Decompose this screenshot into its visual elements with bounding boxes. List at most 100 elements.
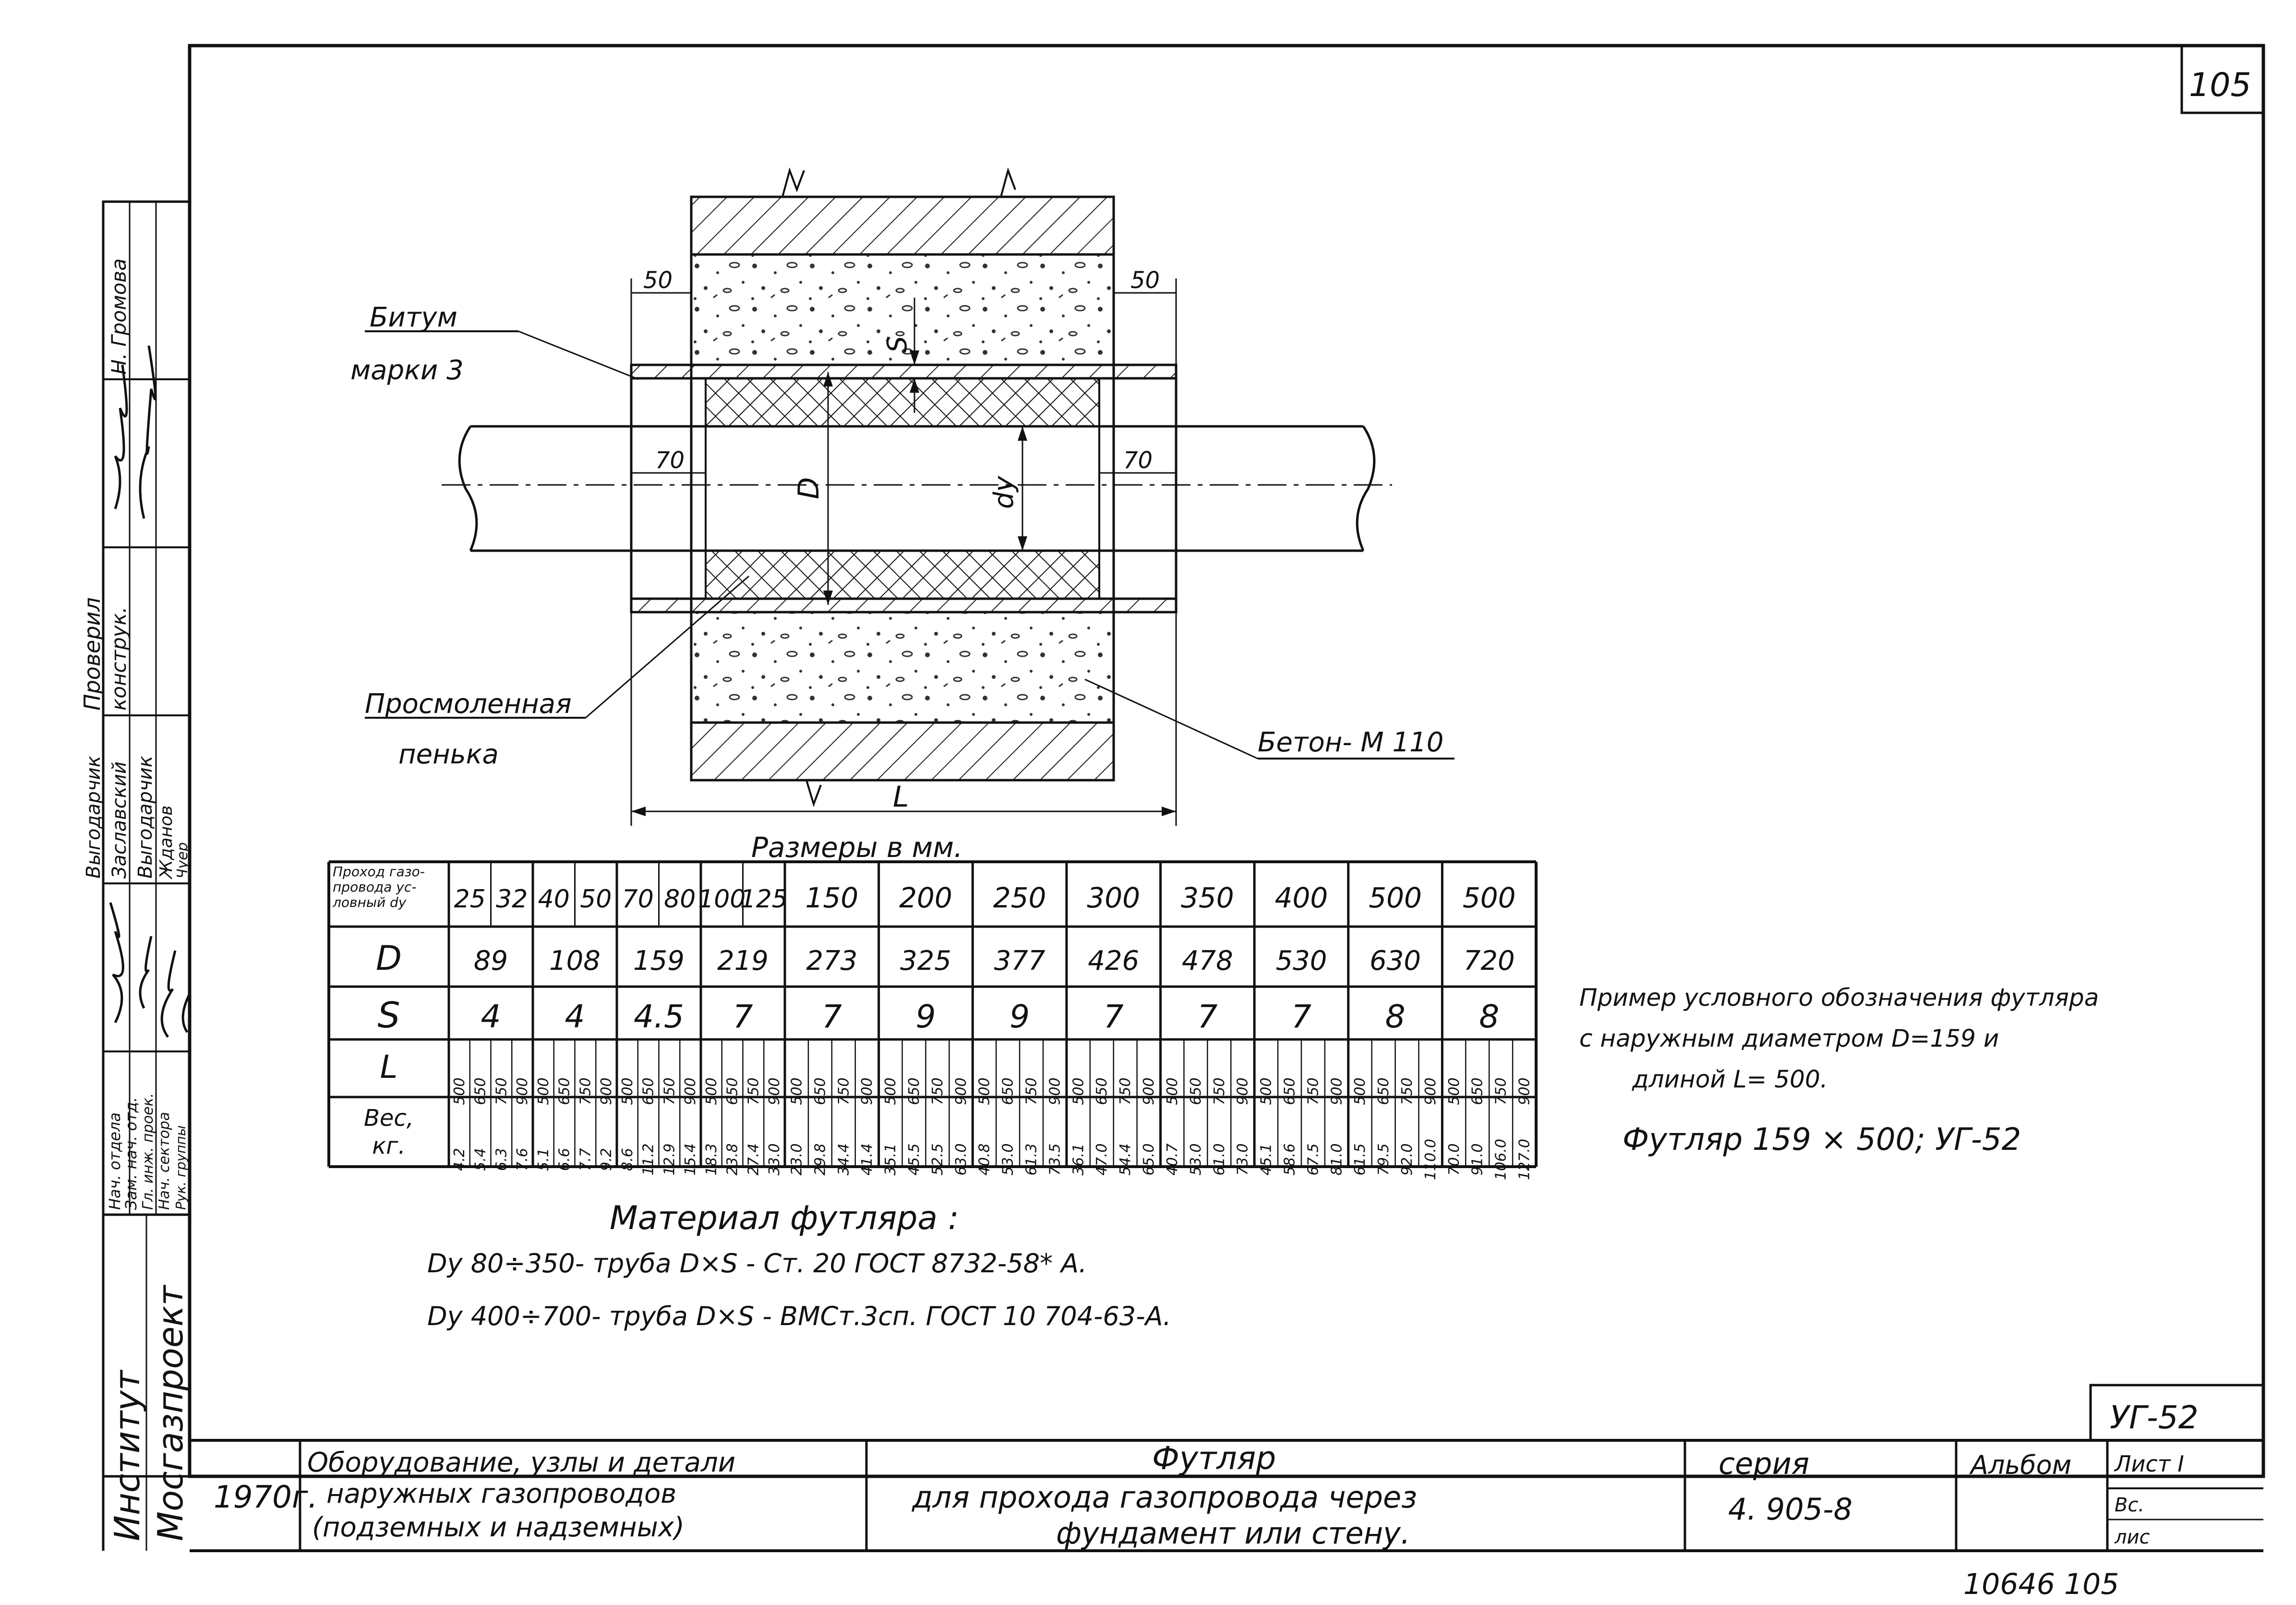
title-line-1: Футляр <box>1152 1440 1276 1477</box>
signatures <box>109 345 191 1038</box>
material-line-1: Dy 80÷350- труба D×S - Cт. 20 ГОСТ 8732-… <box>427 1248 1087 1279</box>
row-label-weight: Вес, <box>364 1105 414 1132</box>
year: 1970г. <box>214 1480 318 1515</box>
weight-value: 9.2 <box>598 1148 615 1171</box>
D-value: 720 <box>1464 945 1515 977</box>
label-checked: Проверил <box>79 597 105 711</box>
bottom-number: 10646 105 <box>1963 1568 2119 1601</box>
dy-value: 50 <box>580 885 612 914</box>
L-value: 650 <box>1375 1077 1392 1105</box>
D-value: 159 <box>633 945 685 977</box>
L-value: 750 <box>577 1077 594 1105</box>
header-label: ловный dy <box>332 894 407 910</box>
role-3: Гл. инж. проек. <box>140 1093 156 1210</box>
album-label: Альбом <box>1969 1450 2071 1480</box>
weight-value: 61.3 <box>1023 1144 1040 1176</box>
example-line-3: длиной L= 500. <box>1632 1065 1828 1093</box>
weight-value: 18.3 <box>703 1144 720 1176</box>
weight-value: 47.0 <box>1094 1144 1110 1176</box>
L-value: 750 <box>493 1077 510 1105</box>
role-2: Зам. нач. отд. <box>122 1097 140 1210</box>
L-value: 750 <box>1399 1077 1416 1105</box>
L-value: 650 <box>1188 1077 1204 1105</box>
S-value: 4.5 <box>634 998 684 1035</box>
L-value: 500 <box>1164 1077 1181 1105</box>
org-label: Мосгазпроект <box>150 1284 191 1541</box>
L-value: 650 <box>556 1077 573 1105</box>
L-value: 500 <box>535 1077 552 1105</box>
L-value: 750 <box>835 1077 852 1105</box>
weight-value: 27.4 <box>745 1144 762 1176</box>
dimensions-table: Проход газо-провода ус-ловный dyDSLВес,к… <box>327 860 1538 1180</box>
dy-value: 40 <box>538 885 570 914</box>
weight-value: 73.0 <box>1235 1144 1251 1176</box>
L-value: 500 <box>619 1077 636 1105</box>
L-value: 500 <box>451 1077 468 1105</box>
weight-value: 81.0 <box>1328 1144 1345 1176</box>
L-value: 750 <box>661 1077 678 1105</box>
L-value: 900 <box>953 1077 970 1105</box>
row-label-L: L <box>380 1049 398 1086</box>
weight-value: 91.0 <box>1469 1144 1486 1176</box>
dy-value: 80 <box>664 885 696 914</box>
weight-value: 36.1 <box>1070 1144 1087 1176</box>
S-value: 9 <box>1010 998 1030 1035</box>
dy-value: 25 <box>454 885 486 914</box>
label-bitumen: Битум <box>370 302 457 333</box>
series-value: 4. 905-8 <box>1728 1492 1852 1527</box>
L-value: 500 <box>1070 1077 1087 1105</box>
header-label: Проход газо- <box>333 864 425 880</box>
dy-value: 350 <box>1181 881 1234 914</box>
dy-value: 500 <box>1463 881 1516 914</box>
weight-value: 61.5 <box>1352 1144 1369 1176</box>
dim-50-right: 50 <box>1130 267 1160 294</box>
L-value: 500 <box>1446 1077 1463 1105</box>
title-line-2: для прохода газопровода через <box>912 1480 1417 1515</box>
dy-value: 125 <box>740 885 788 914</box>
weight-value: 65.0 <box>1141 1144 1157 1176</box>
dy-value: 400 <box>1275 881 1328 914</box>
weight-value: 6.3 <box>493 1148 510 1171</box>
weight-value: 52.5 <box>929 1144 946 1176</box>
example-line-2: с наружным диаметром D=159 и <box>1579 1025 1999 1052</box>
equipment-line-3: (подземных и надземных) <box>312 1512 685 1543</box>
role-1: Нач. отдела <box>106 1112 124 1210</box>
L-value: 900 <box>1046 1077 1063 1105</box>
sheet-number: 105 <box>2189 66 2251 104</box>
L-value: 750 <box>1023 1077 1040 1105</box>
D-value: 273 <box>806 945 857 977</box>
L-value: 900 <box>598 1077 615 1105</box>
L-value: 750 <box>1211 1077 1228 1105</box>
D-value: 426 <box>1088 945 1139 977</box>
D-value: 219 <box>717 945 769 977</box>
D-value: 478 <box>1182 945 1233 977</box>
name-4: Жданов <box>156 805 176 880</box>
row-label-D: D <box>376 939 402 978</box>
row-label-S: S <box>378 995 400 1036</box>
name-gromova: Н. Громова <box>107 258 131 374</box>
L-value: 650 <box>472 1077 489 1105</box>
weight-value: 6.6 <box>556 1148 573 1171</box>
weight-value: 40.8 <box>976 1144 993 1176</box>
weight-value: 54.4 <box>1117 1144 1134 1176</box>
D-value: 108 <box>549 945 601 977</box>
D-value: 530 <box>1275 945 1327 977</box>
label-constructor: конструк. <box>107 607 131 711</box>
weight-value: 70.0 <box>1446 1144 1463 1176</box>
drawing-code: УГ-52 <box>2110 1399 2199 1436</box>
weight-value: 79.5 <box>1375 1144 1392 1176</box>
dim-dy: dy <box>988 475 1020 509</box>
dim-D: D <box>792 477 826 499</box>
L-value: 650 <box>1094 1077 1110 1105</box>
sheet-sub-1: Вс. <box>2115 1494 2144 1516</box>
weight-value: 8.6 <box>619 1148 636 1171</box>
L-value: 650 <box>1000 1077 1017 1105</box>
label-concrete: Бетон- М 110 <box>1258 727 1443 758</box>
weight-value: 45.1 <box>1258 1144 1275 1176</box>
L-value: 900 <box>859 1077 876 1105</box>
weight-value: 7.7 <box>577 1148 594 1171</box>
weight-value: 33.0 <box>766 1144 783 1176</box>
label-tarred: Просмоленная <box>365 688 572 720</box>
dim-50-left: 50 <box>643 267 673 294</box>
weight-value: 23.8 <box>724 1144 741 1176</box>
